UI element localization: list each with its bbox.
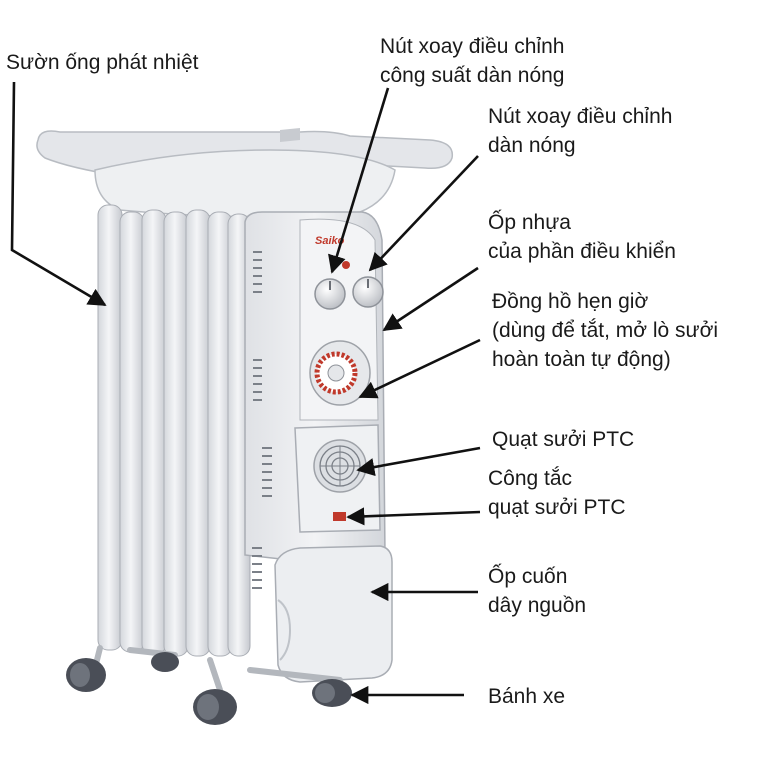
ptc-switch xyxy=(333,512,346,521)
arrow-power-knob xyxy=(328,87,390,274)
wheels xyxy=(66,652,352,725)
indicator-light xyxy=(342,261,350,269)
heat-knob xyxy=(352,276,384,308)
label-ptc-switch-line: quạt sưởi PTC xyxy=(488,496,626,519)
label-cord-cover-line: Ốp cuốn xyxy=(488,565,568,588)
label-timer: Đồng hồ hẹn giờ (dùng để tắt, mở lò sưởi… xyxy=(492,287,718,374)
label-timer-line: hoàn toàn tự động) xyxy=(492,348,671,371)
arrow-ptc-switch xyxy=(346,507,481,526)
label-wheels: Bánh xe xyxy=(488,682,565,711)
label-panel-cover: Ốp nhựa của phần điều khiển xyxy=(488,208,676,266)
label-ptc-switch: Công tắc quạt sưởi PTC xyxy=(488,464,626,522)
label-fins-line: Sườn ống phát nhiệt xyxy=(6,51,199,74)
callout-arrows xyxy=(10,81,481,705)
arrow-ptc-fan xyxy=(356,446,481,477)
label-heat-knob: Nút xoay điều chỉnh dàn nóng xyxy=(488,102,672,160)
label-heat-knob-line: dàn nóng xyxy=(488,134,576,157)
label-panel-cover-line: Ốp nhựa xyxy=(488,211,571,234)
cord-cover xyxy=(274,545,393,683)
label-wheels-line: Bánh xe xyxy=(488,685,566,708)
label-ptc-switch-line: Công tắc xyxy=(488,467,573,490)
label-cord-cover: Ốp cuốn dây nguồn xyxy=(488,562,586,620)
label-timer-line: (dùng để tắt, mở lò sưởi xyxy=(492,319,719,342)
label-timer-line: Đồng hồ hẹn giờ xyxy=(492,290,649,313)
label-power-knob-line: Nút xoay điều chỉnh xyxy=(380,35,565,58)
power-knob xyxy=(314,278,346,310)
brand-logo: Saiko xyxy=(315,235,345,247)
label-ptc-fan: Quạt sưởi PTC xyxy=(492,425,634,454)
timer-dial xyxy=(309,340,371,406)
arrow-timer xyxy=(358,338,481,399)
top-handle xyxy=(36,128,454,218)
label-heat-knob-line: Nút xoay điều chỉnh xyxy=(488,105,673,128)
radiator-fins xyxy=(97,204,251,657)
label-power-knob-line: công suất dàn nóng xyxy=(380,64,565,87)
label-ptc-fan-line: Quạt sưởi PTC xyxy=(492,428,635,451)
label-cord-cover-line: dây nguồn xyxy=(488,594,587,617)
arrow-heat-knob xyxy=(368,155,479,272)
label-fins: Sườn ống phát nhiệt xyxy=(6,48,198,77)
label-panel-cover-line: của phần điều khiển xyxy=(488,240,676,263)
arrow-panel-cover xyxy=(382,266,479,332)
arrow-fins xyxy=(10,81,107,307)
label-power-knob: Nút xoay điều chỉnh công suất dàn nóng xyxy=(380,32,565,90)
